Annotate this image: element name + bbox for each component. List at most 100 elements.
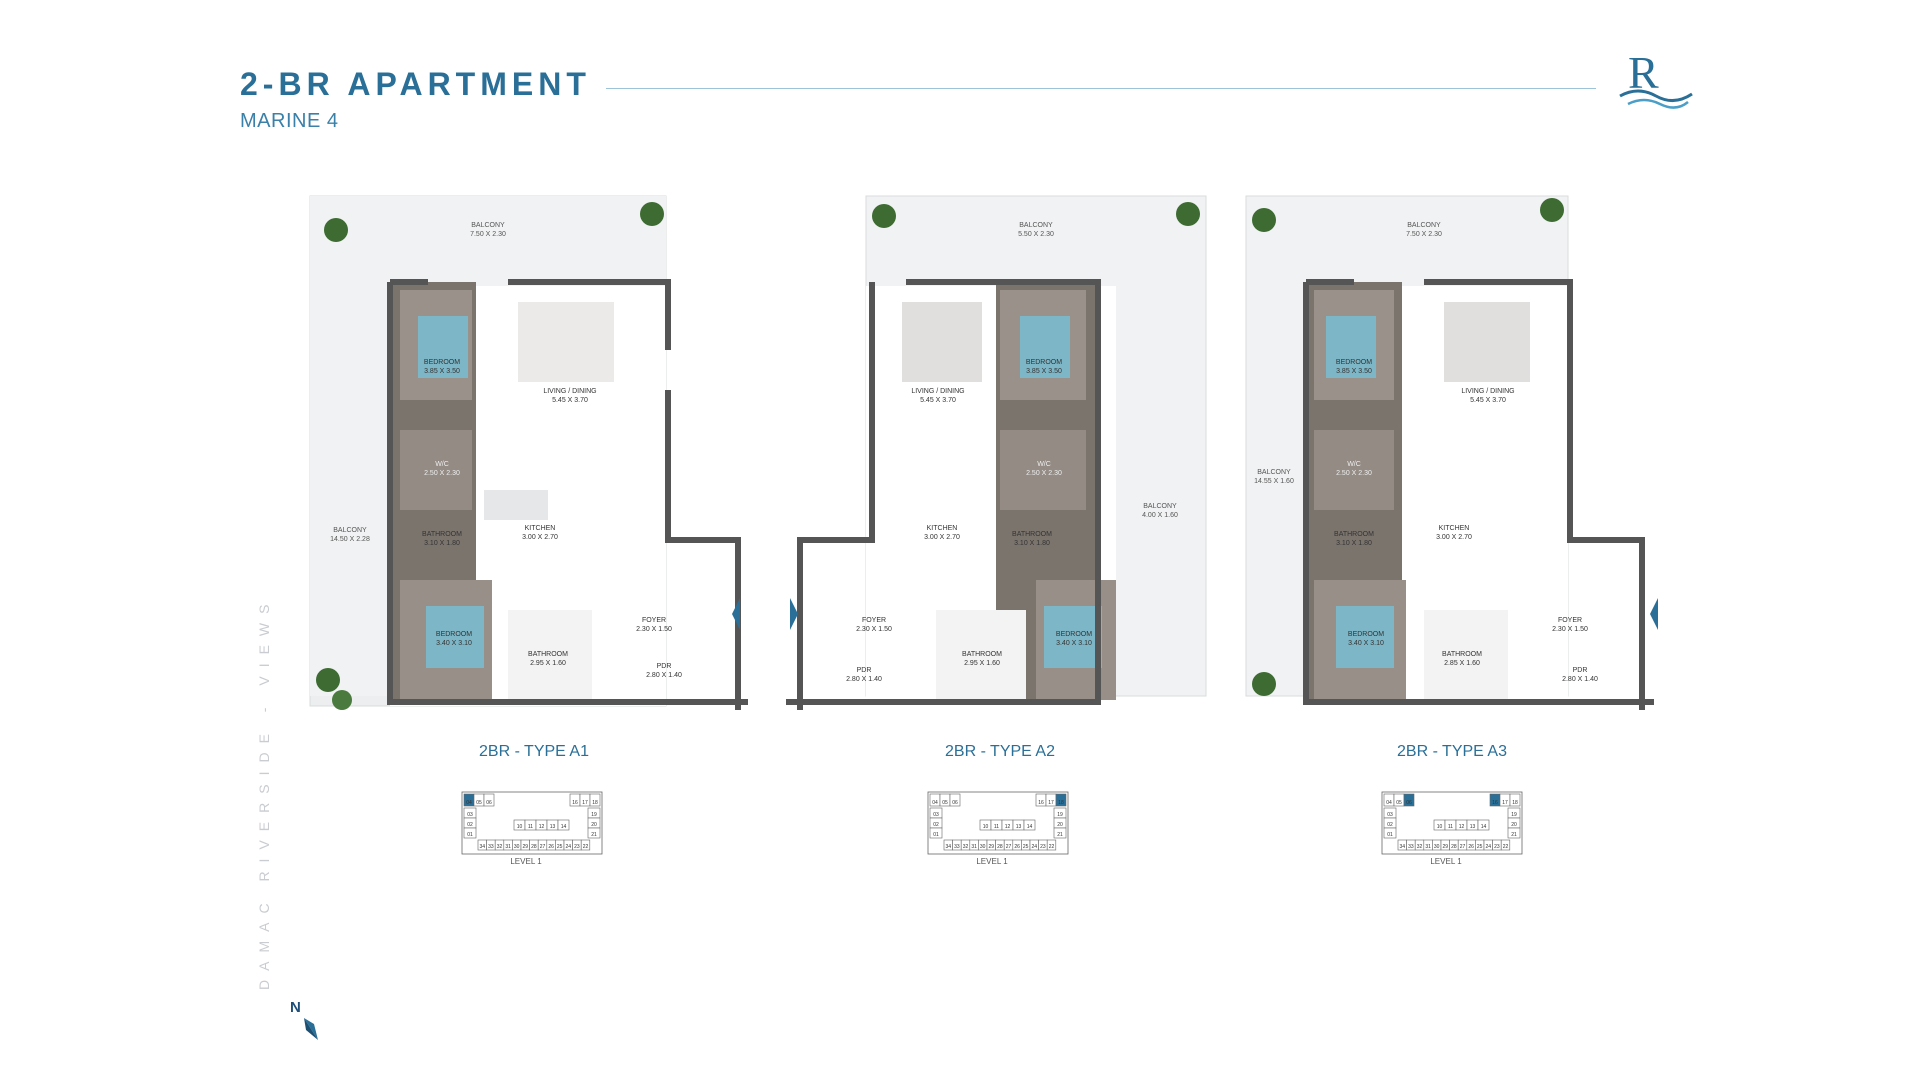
key-unit-cell — [557, 819, 570, 831]
key-unit-cell — [949, 793, 961, 807]
room-label: BATHROOM — [528, 651, 568, 658]
key-unit-number: 14 — [1027, 824, 1033, 830]
room-dim: 4.00 X 1.60 — [1142, 512, 1178, 519]
room-dim: 2.30 X 1.50 — [636, 626, 672, 633]
key-building-outline — [1381, 791, 1523, 855]
key-unit-cell — [1023, 819, 1036, 831]
key-unit-number: 22 — [1049, 844, 1055, 850]
key-unit-number: 28 — [997, 844, 1003, 850]
key-unit-number: 23 — [574, 844, 580, 850]
key-unit-number: 03 — [467, 812, 473, 818]
key-unit-number: 30 — [980, 844, 986, 850]
key-unit-cell — [1500, 839, 1511, 851]
key-unit-number: 24 — [566, 844, 572, 850]
brand-logo: R — [1619, 47, 1693, 109]
key-unit-number: 16 — [1038, 800, 1044, 806]
key-unit-number: 01 — [933, 832, 939, 838]
key-unit-cell — [1509, 793, 1521, 807]
plan-type-label: 2BR - TYPE A2 — [945, 743, 1055, 760]
key-unit-number: 32 — [1417, 844, 1423, 850]
room-dim: 3.40 X 3.10 — [1056, 640, 1092, 647]
key-unit-number: 30 — [1434, 844, 1440, 850]
key-unit-number: 22 — [1503, 844, 1509, 850]
key-unit-cell — [1383, 827, 1397, 839]
room-dim: 2.80 X 1.40 — [646, 672, 682, 679]
entrance-arrow — [1650, 598, 1658, 630]
room-dim: 3.00 X 2.70 — [522, 534, 558, 541]
room-label: PDR — [657, 663, 672, 670]
key-unit-number: 01 — [1387, 832, 1393, 838]
key-unit-number: 19 — [1511, 812, 1517, 818]
key-unit-number: 18 — [592, 800, 598, 806]
key-unit-cell — [1055, 793, 1067, 807]
room-dim: 5.50 X 2.30 — [1018, 231, 1054, 238]
key-unit-number: 34 — [480, 844, 486, 850]
room-dim: 3.10 X 1.80 — [1336, 540, 1372, 547]
key-unit-number: 28 — [531, 844, 537, 850]
key-unit-number: 33 — [954, 844, 960, 850]
key-unit-number: 06 — [952, 800, 958, 806]
key-unit-number: 17 — [582, 800, 588, 806]
entrance-arrow — [790, 598, 798, 630]
key-unit-number: 20 — [1057, 822, 1063, 828]
room-label: BALCONY — [333, 527, 367, 534]
key-unit-number: 33 — [1408, 844, 1414, 850]
plan-type-label: 2BR - TYPE A3 — [1397, 743, 1507, 760]
room-label: BALCONY — [471, 222, 505, 229]
room-label: BALCONY — [1143, 503, 1177, 510]
key-unit-cell — [483, 793, 495, 807]
key-unit-number: 20 — [1511, 822, 1517, 828]
key-unit-cell — [1507, 827, 1521, 839]
room-dim: 2.50 X 2.30 — [1026, 470, 1062, 477]
room-dim: 3.85 X 3.50 — [1026, 368, 1062, 375]
room-label: KITCHEN — [927, 525, 958, 532]
key-unit-number: 29 — [523, 844, 529, 850]
key-unit-number: 11 — [1448, 824, 1453, 830]
key-unit-number: 16 — [1492, 800, 1498, 806]
room-dim: 3.10 X 1.80 — [1014, 540, 1050, 547]
key-unit-number: 26 — [1468, 844, 1474, 850]
room-dim: 3.85 X 3.50 — [424, 368, 460, 375]
room-dim: 7.50 X 2.30 — [470, 231, 506, 238]
side-watermark: DAMAC RIVERSIDE - VIEWS — [256, 596, 272, 990]
key-unit-number: 29 — [989, 844, 995, 850]
room-dim: 3.85 X 3.50 — [1336, 368, 1372, 375]
north-arrow: N — [290, 999, 318, 1040]
room-dim: 5.45 X 3.70 — [552, 397, 588, 404]
floor-plan-a1: BALCONY 7.50 X 2.30 BEDROOM 3.85 X 3.50 … — [309, 195, 748, 710]
room-dim: 3.40 X 3.10 — [1348, 640, 1384, 647]
key-unit-number: 12 — [1005, 824, 1011, 830]
room-label: BALCONY — [1257, 469, 1291, 476]
key-unit-number: 18 — [1058, 800, 1064, 806]
key-unit-number: 31 — [971, 844, 977, 850]
key-unit-number: 23 — [1040, 844, 1046, 850]
key-unit-number: 28 — [1451, 844, 1457, 850]
key-unit-number: 25 — [1477, 844, 1483, 850]
side-watermark-text: DAMAC RIVERSIDE - VIEWS — [256, 596, 272, 990]
room-label: BEDROOM — [1348, 631, 1384, 638]
key-unit-number: 05 — [942, 800, 948, 806]
room-dim: 2.95 X 1.60 — [964, 660, 1000, 667]
room-label: BALCONY — [1407, 222, 1441, 229]
key-level-label: LEVEL 1 — [510, 857, 542, 866]
key-unit-number: 17 — [1048, 800, 1054, 806]
key-unit-number: 26 — [1014, 844, 1020, 850]
key-unit-cell — [589, 793, 601, 807]
room-dim: 14.55 X 1.60 — [1254, 478, 1294, 485]
room-label: LIVING / DINING — [1461, 388, 1514, 395]
key-unit-number: 12 — [539, 824, 545, 830]
key-unit-number: 21 — [1057, 832, 1063, 838]
header-divider — [606, 88, 1596, 89]
room-label: PDR — [857, 667, 872, 674]
room-label: BALCONY — [1019, 222, 1053, 229]
key-unit-number: 13 — [1470, 824, 1476, 830]
key-level-label: LEVEL 1 — [1430, 857, 1462, 866]
room-label: BATHROOM — [1334, 531, 1374, 538]
key-unit-number: 19 — [1057, 812, 1063, 818]
key-unit-number: 19 — [591, 812, 597, 818]
key-unit-number: 06 — [1406, 800, 1412, 806]
room-label: BATHROOM — [422, 531, 462, 538]
room-dim: 3.00 X 2.70 — [924, 534, 960, 541]
key-unit-number: 20 — [591, 822, 597, 828]
key-unit-number: 10 — [983, 824, 989, 830]
